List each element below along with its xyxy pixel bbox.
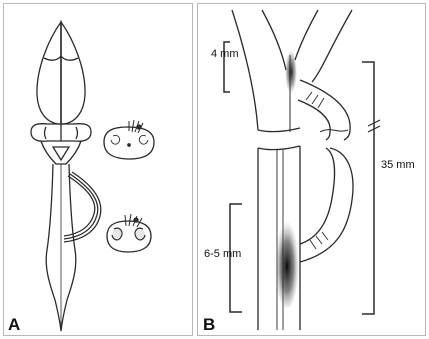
- graft-lower-outer: [300, 148, 353, 262]
- measurement-graft-span: 35 mm: [381, 159, 415, 171]
- bracket-total: [362, 62, 380, 314]
- graft-lower-inner: [300, 148, 334, 244]
- panel-a-cord-outline: [31, 22, 101, 331]
- panel-a-label: A: [8, 315, 20, 335]
- cross-section-lower: [107, 214, 151, 252]
- upper-cord-right-edge: [312, 10, 352, 82]
- cross-section-upper: [104, 120, 154, 159]
- brain-right-hemisphere: [61, 22, 85, 124]
- upper-lesion-stipple: [285, 50, 297, 94]
- upper-cord-left-edge: [232, 10, 258, 130]
- brain-left-hemisphere: [37, 22, 61, 124]
- spinal-cord-left-edge: [46, 164, 61, 331]
- measurement-upper-lesion: 4 mm: [211, 48, 239, 60]
- panel-b-label: B: [203, 315, 215, 335]
- lower-lesion-stipple: [275, 216, 299, 308]
- measurement-lower-lesion: 6-5 mm: [204, 248, 241, 260]
- graft-upper-inner: [298, 100, 330, 140]
- fourth-ventricle: [53, 147, 69, 160]
- spinal-cord-right-edge: [61, 164, 76, 331]
